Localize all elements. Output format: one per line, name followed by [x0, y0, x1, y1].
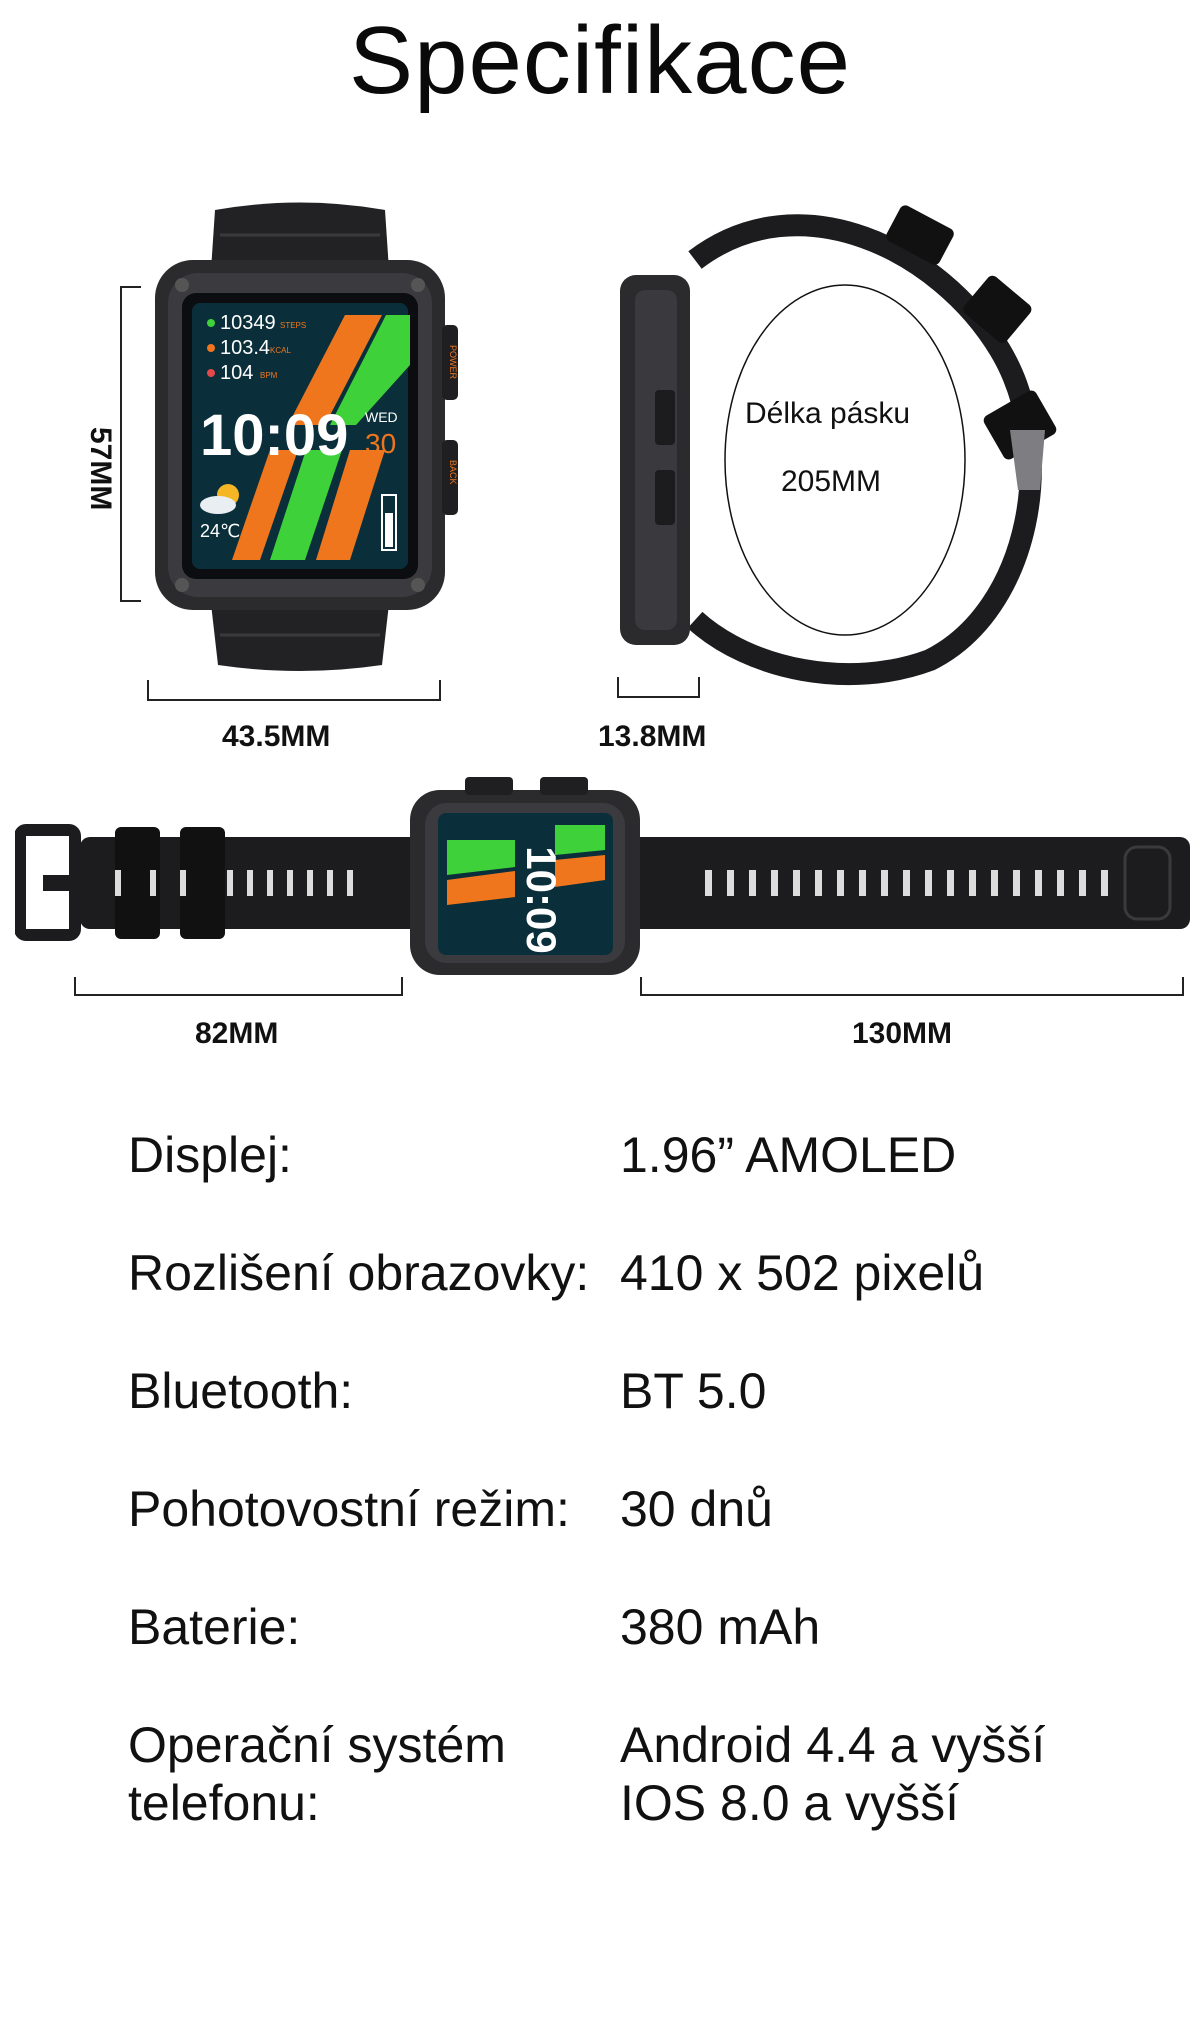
spec-value-os-android: Android 4.4 a vyšší — [620, 1717, 1046, 1773]
strap-length-label: Délka pásku — [745, 397, 911, 430]
height-dimension: 57MM — [84, 427, 117, 511]
spec-label-os-line2: telefonu: — [128, 1775, 320, 1831]
strap-bottom — [210, 595, 390, 671]
height-bracket — [120, 286, 141, 602]
long-strap-dimension: 130MM — [852, 1017, 953, 1050]
back-label: BACK — [448, 460, 458, 485]
bpm-unit: BPM — [260, 371, 278, 380]
strap-view-time: 10:09 — [518, 846, 565, 953]
battery-icon — [381, 494, 397, 551]
watch-full-strap-image: 10:09 — [15, 777, 1190, 975]
strap-length-ellipse — [724, 284, 966, 636]
spec-value-display: 1.96” AMOLED — [620, 1127, 957, 1183]
watch-weekday: WED — [365, 409, 398, 425]
spec-value-battery: 380 mAh — [620, 1599, 821, 1655]
spec-label-display: Displej: — [128, 1127, 292, 1183]
watch-side-image — [620, 205, 1057, 686]
steps-unit: STEPS — [280, 321, 306, 330]
watch-front-image: POWER BACK 10349 STEPS 103.4 KCAL 104 BP… — [155, 202, 458, 671]
spec-label-standby: Pohotovostní režim: — [128, 1481, 570, 1537]
short-strap-dimension: 82MM — [195, 1017, 279, 1050]
steps-value: 10349 — [220, 312, 276, 334]
kcal-value: 103.4 — [220, 337, 270, 359]
long-strap-bracket — [640, 977, 1184, 996]
width-dimension: 43.5MM — [222, 720, 331, 753]
watch-time: 10:09 — [200, 403, 348, 468]
watch-day: 30 — [365, 428, 396, 459]
spec-label-resolution: Rozlišení obrazovky: — [128, 1245, 590, 1301]
watch-temperature: 24℃ — [200, 521, 240, 541]
bpm-value: 104 — [220, 362, 253, 384]
spec-value-standby: 30 dnů — [620, 1481, 773, 1537]
strap-holes — [705, 870, 1108, 896]
spec-label-battery: Baterie: — [128, 1599, 301, 1655]
spec-value-bluetooth: BT 5.0 — [620, 1363, 767, 1419]
power-label: POWER — [448, 345, 458, 380]
spec-label-os: Operační systém — [128, 1717, 506, 1773]
strap-length-value: 205MM — [781, 465, 882, 498]
spec-value-os-ios: IOS 8.0 a vyšší — [620, 1775, 960, 1831]
thickness-bracket — [617, 677, 700, 698]
spec-label-bluetooth: Bluetooth: — [128, 1363, 354, 1419]
width-bracket — [147, 680, 441, 701]
page-title: Specifikace — [349, 7, 851, 114]
short-strap — [80, 837, 430, 929]
spec-value-resolution: 410 x 502 pixelů — [620, 1245, 985, 1301]
short-strap-bracket — [74, 977, 403, 996]
kcal-unit: KCAL — [270, 346, 291, 355]
thickness-dimension: 13.8MM — [598, 720, 707, 753]
